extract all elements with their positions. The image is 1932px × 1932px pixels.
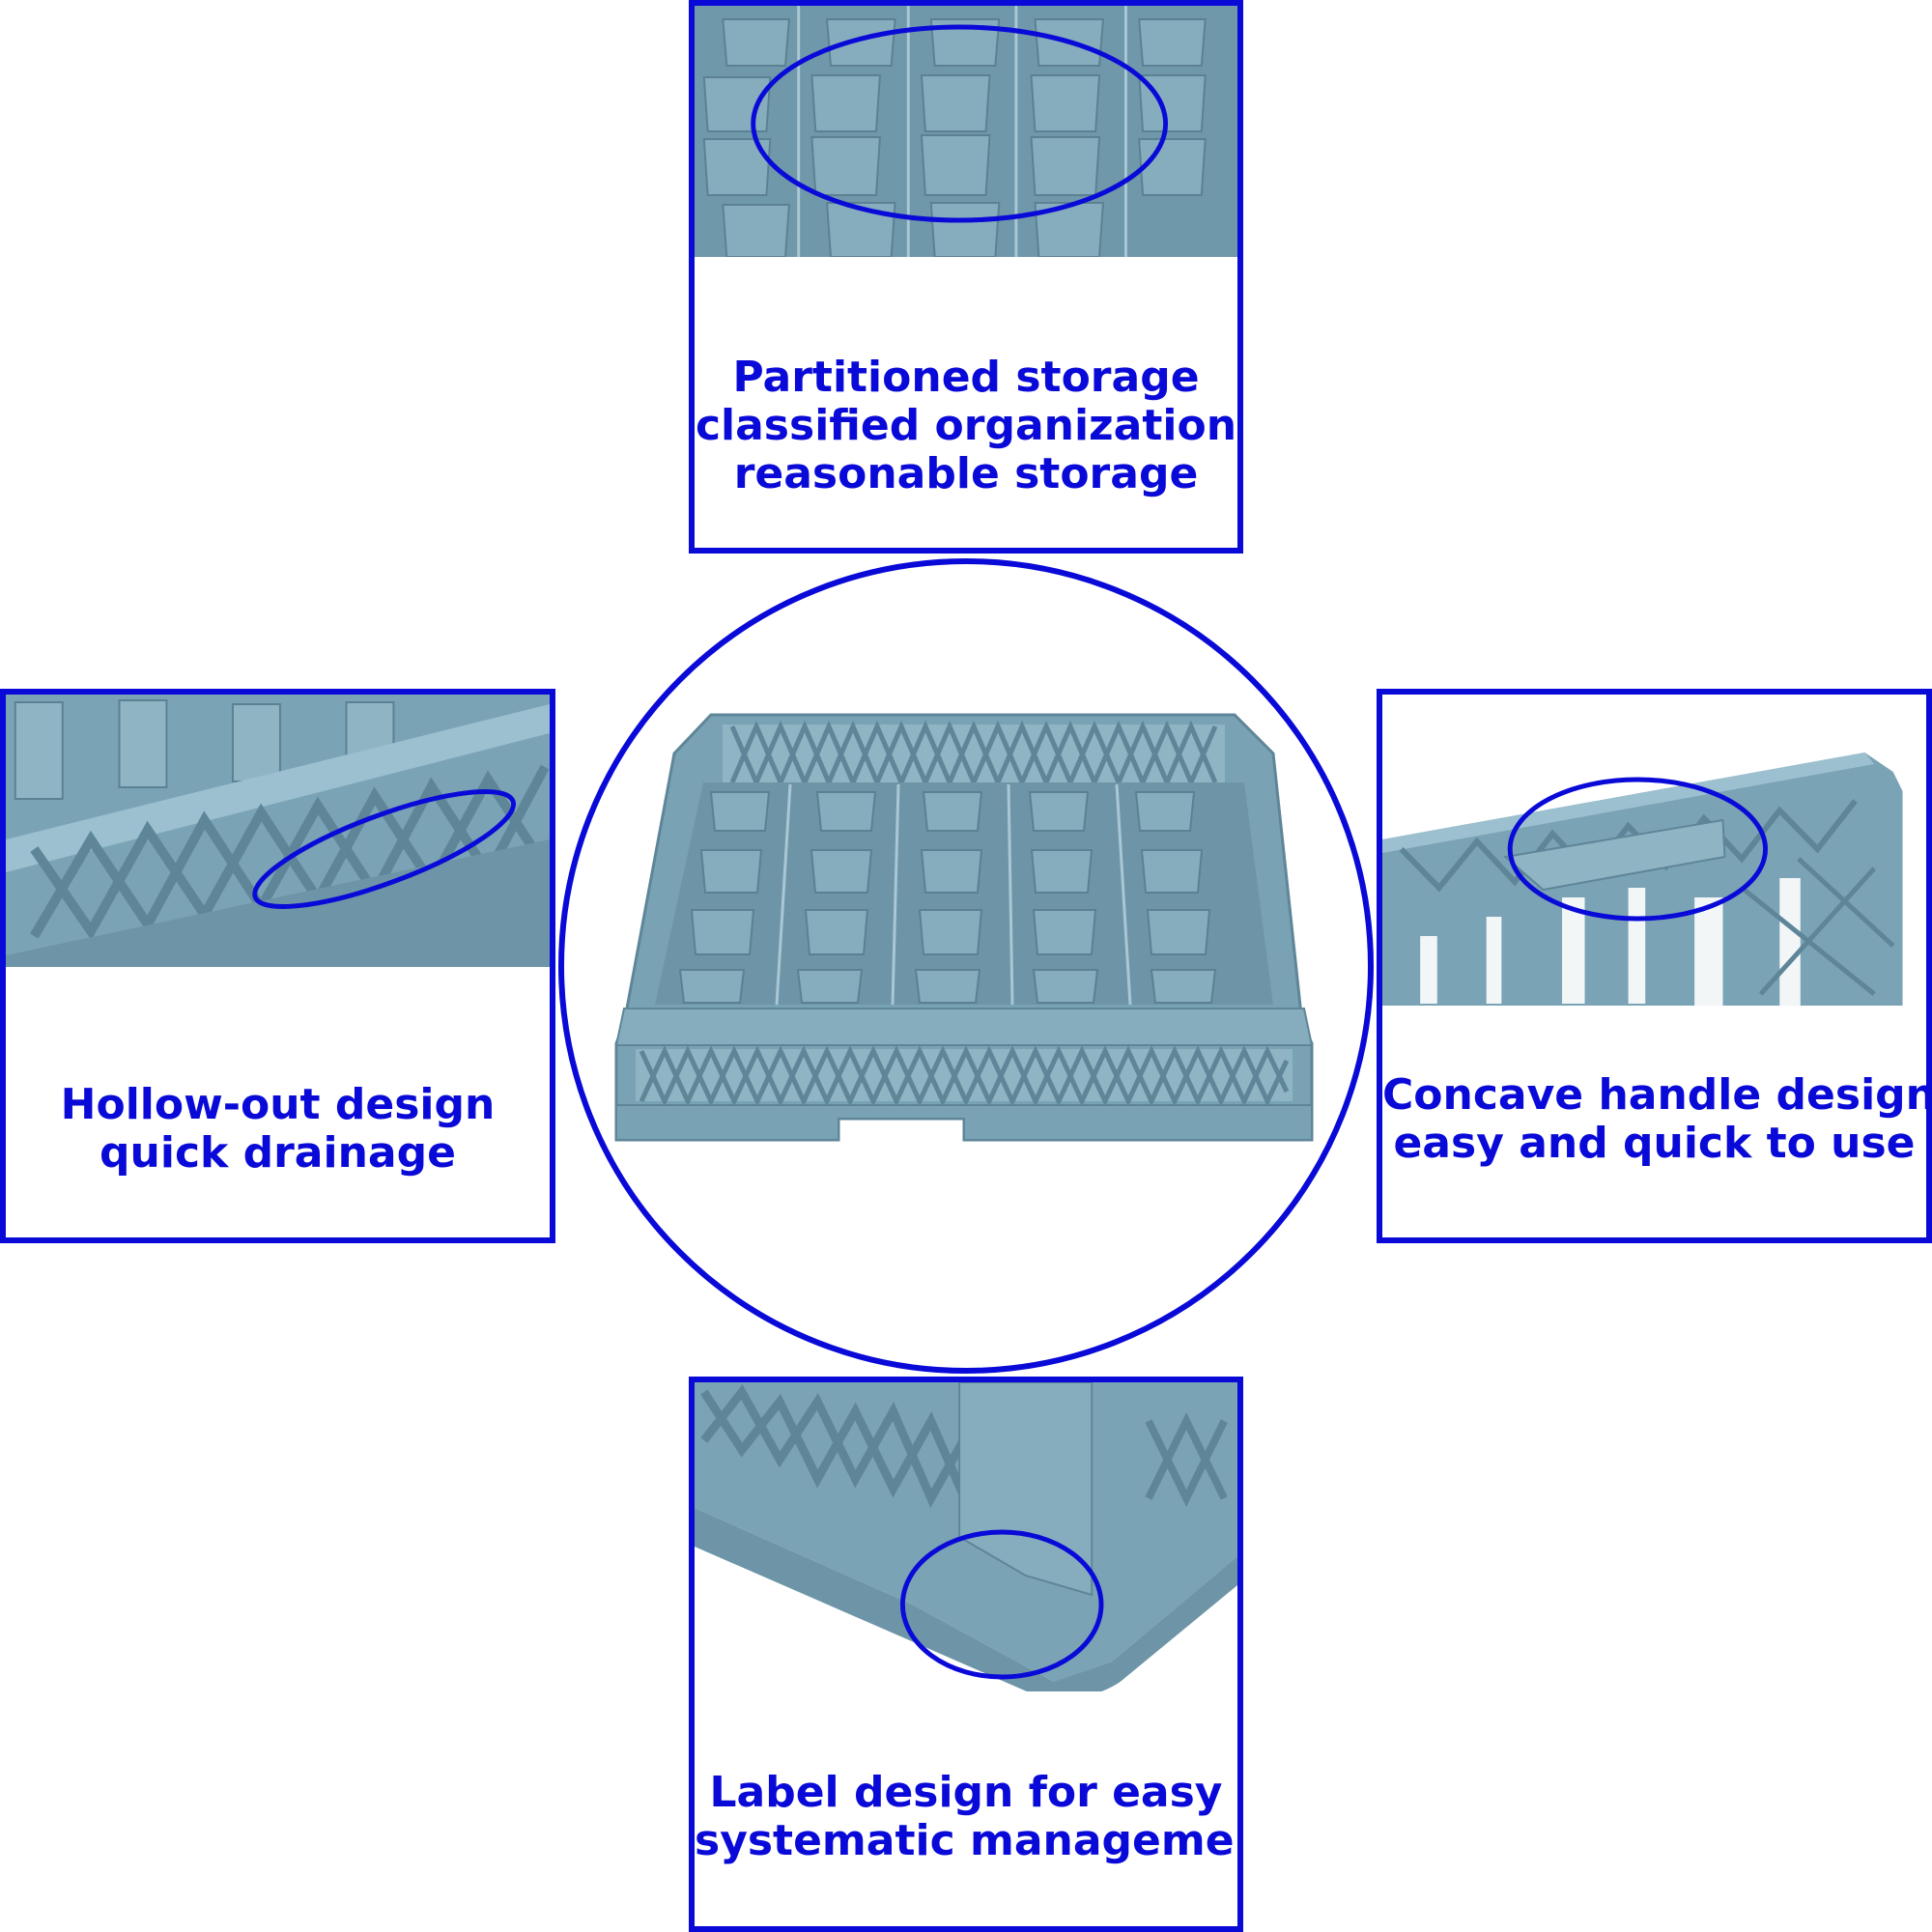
partitioned-caption: Partitioned storage classified organizat… — [695, 354, 1237, 498]
label-caption: Label design for easy systematic managem… — [695, 1769, 1237, 1865]
caption-line: quick drainage — [99, 1128, 456, 1178]
caption-line: Label design for easy — [709, 1768, 1223, 1817]
feature-panel-partitioned: Partitioned storage classified organizat… — [689, 0, 1243, 554]
feature-panel-label: Label design for easy systematic managem… — [689, 1377, 1243, 1932]
dish-rack-image — [614, 713, 1314, 1142]
label-closeup-image — [695, 1382, 1237, 1691]
partition-closeup-image — [695, 6, 1237, 257]
caption-line: Hollow-out design — [60, 1080, 496, 1129]
feature-panel-handle: Concave handle design easy and quick to … — [1377, 689, 1932, 1243]
feature-panel-hollow-out: Hollow-out design quick drainage — [0, 689, 555, 1243]
caption-line: Concave handle design — [1382, 1070, 1932, 1120]
caption-line: Partitioned storage — [732, 353, 1200, 402]
hollow-out-closeup-image — [6, 695, 550, 967]
handle-caption: Concave handle design easy and quick to … — [1382, 1071, 1926, 1168]
caption-line: reasonable storage — [733, 449, 1199, 498]
caption-line: classified organization — [695, 401, 1237, 450]
handle-closeup-image — [1382, 753, 1926, 1006]
hollow-out-caption: Hollow-out design quick drainage — [6, 1081, 550, 1178]
caption-line: systematic management — [695, 1816, 1243, 1865]
caption-line: easy and quick to use — [1393, 1119, 1916, 1168]
